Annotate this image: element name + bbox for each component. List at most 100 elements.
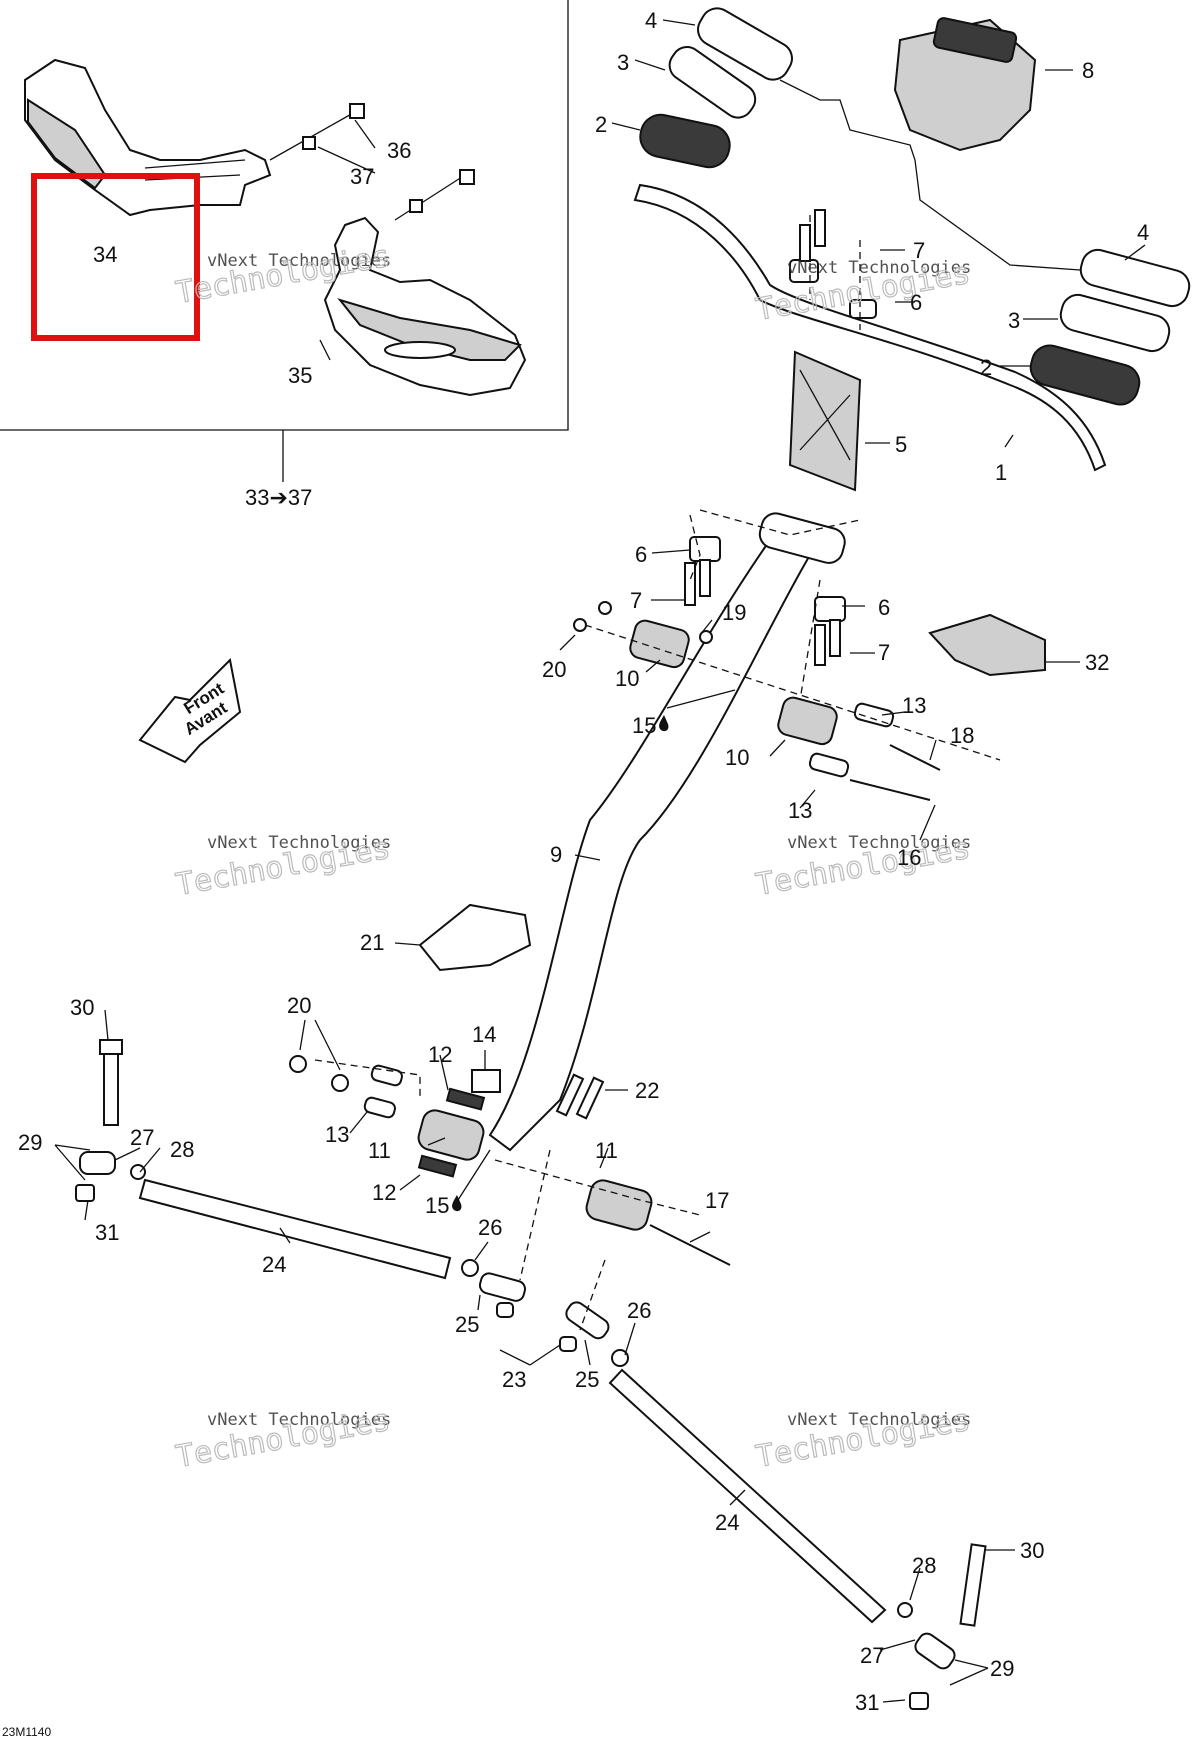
bolt-part-22[interactable] (555, 1073, 605, 1120)
callout-18: 18 (950, 723, 974, 748)
cover-part-21[interactable] (418, 903, 532, 972)
heater-part-4-right[interactable] (1077, 246, 1193, 309)
callout-26: 26 (627, 1298, 651, 1323)
shim-part-12[interactable] (417, 1087, 486, 1178)
bolt-part-30-right[interactable] (959, 1543, 987, 1627)
callout-15: 15 (425, 1193, 449, 1218)
kit-range-label: 33➔37 (245, 485, 312, 510)
callout-36: 36 (387, 138, 411, 163)
callout-29: 29 (18, 1130, 42, 1155)
tie-rod-part-24-left[interactable] (138, 1178, 452, 1280)
steering-column-part-9[interactable] (488, 510, 848, 1152)
callout-31: 31 (95, 1220, 119, 1245)
callout-1: 1 (995, 460, 1007, 485)
highlight-box-part-34 (31, 173, 200, 341)
bolt-part-7-group[interactable] (684, 209, 841, 666)
callout-2: 2 (595, 112, 607, 137)
bolt-part-18[interactable] (889, 744, 941, 771)
callout-19: 19 (722, 600, 746, 625)
front-direction-arrow: Front Avant (138, 657, 242, 764)
callout-10: 10 (725, 745, 749, 770)
rod-end-parts[interactable] (79, 1151, 958, 1671)
callout-4: 4 (645, 8, 657, 33)
callout-7: 7 (630, 588, 642, 613)
callout-32: 32 (1085, 650, 1109, 675)
callout-12: 12 (372, 1180, 396, 1205)
callout-27: 27 (130, 1125, 154, 1150)
bushing-part-11-left[interactable] (416, 1108, 486, 1163)
svg-text:vNext Technologies: vNext Technologies (207, 251, 391, 271)
pad-part-8[interactable] (893, 17, 1037, 152)
handlebar-part-1[interactable] (633, 183, 1107, 472)
nut-part-19-20[interactable] (289, 601, 713, 1092)
svg-text:vNext Technologies: vNext Technologies (207, 833, 391, 853)
oil-drop-icon (452, 715, 669, 1212)
callout-13: 13 (902, 693, 926, 718)
diagram-code: 23M1140 (2, 1725, 51, 1739)
callout-12: 12 (428, 1042, 452, 1067)
grip-part-2-left[interactable] (637, 111, 734, 171)
svg-text:vNext Technologies: vNext Technologies (787, 258, 971, 278)
callout-22: 22 (635, 1078, 659, 1103)
heater-part-4-left[interactable] (692, 3, 1081, 271)
plate-part-32[interactable] (928, 613, 1046, 677)
callout-17: 17 (705, 1188, 729, 1213)
spacer-part-14[interactable] (471, 1069, 501, 1093)
callout-13: 13 (325, 1122, 349, 1147)
callout-35: 35 (288, 363, 312, 388)
callout-16: 16 (897, 845, 921, 870)
callout-14: 14 (472, 1022, 496, 1047)
callout-20: 20 (287, 993, 311, 1018)
riser-part-5[interactable] (788, 350, 862, 492)
nut-part-31[interactable] (75, 1184, 929, 1710)
handguard-34[interactable] (24, 58, 272, 217)
bushing-part-11-right[interactable] (584, 1178, 654, 1233)
callout-23: 23 (502, 1367, 526, 1392)
callout-5: 5 (895, 432, 907, 457)
bolt-part-16[interactable] (849, 779, 931, 801)
callout-7: 7 (878, 640, 890, 665)
callout-25: 25 (455, 1312, 479, 1337)
callout-30: 30 (1020, 1538, 1044, 1563)
callout-28: 28 (170, 1137, 194, 1162)
inset-kit-box: 33➔37 (0, 0, 569, 510)
callout-24: 24 (262, 1252, 286, 1277)
callout-4: 4 (1137, 220, 1149, 245)
callout-15: 15 (632, 713, 656, 738)
callout-26: 26 (478, 1215, 502, 1240)
callout-13: 13 (788, 798, 812, 823)
callout-28: 28 (912, 1553, 936, 1578)
sleeve-part-13-group[interactable] (363, 702, 895, 1119)
tie-rod-part-24-right[interactable] (608, 1368, 887, 1624)
callout-24: 24 (715, 1510, 739, 1535)
callout-11: 11 (595, 1138, 618, 1163)
callout-31: 31 (855, 1690, 879, 1715)
bushing-part-10-lower[interactable] (776, 695, 839, 746)
callout-labels: 1 2 2 3 3 4 4 5 6 6 6 7 7 7 8 9 10 10 11… (18, 8, 1149, 1715)
grip-part-2-right[interactable] (1027, 341, 1144, 408)
callout-20: 20 (542, 657, 566, 682)
handguard-35[interactable] (323, 216, 527, 397)
heater-part-3-right[interactable] (1057, 291, 1173, 354)
callout-10: 10 (615, 666, 639, 691)
bolt-part-17[interactable] (649, 1224, 731, 1266)
callout-9: 9 (550, 842, 562, 867)
callout-29: 29 (990, 1656, 1014, 1681)
callout-6: 6 (878, 595, 890, 620)
bolt-part-30-left[interactable] (99, 1039, 123, 1126)
heater-part-3-left[interactable] (664, 41, 761, 123)
inset-fasteners (269, 103, 475, 221)
callout-8: 8 (1082, 58, 1094, 83)
callout-34: 34 (93, 242, 117, 267)
callout-25: 25 (575, 1367, 599, 1392)
callout-3: 3 (617, 50, 629, 75)
bushing-part-10-upper[interactable] (628, 618, 691, 669)
callout-27: 27 (860, 1643, 884, 1668)
callout-3: 3 (1008, 308, 1020, 333)
svg-text:vNext Technologies: vNext Technologies (787, 833, 971, 853)
svg-text:vNext Technologies: vNext Technologies (787, 1410, 971, 1430)
callout-37: 37 (350, 164, 374, 189)
callout-6: 6 (635, 542, 647, 567)
callout-30: 30 (70, 995, 94, 1020)
